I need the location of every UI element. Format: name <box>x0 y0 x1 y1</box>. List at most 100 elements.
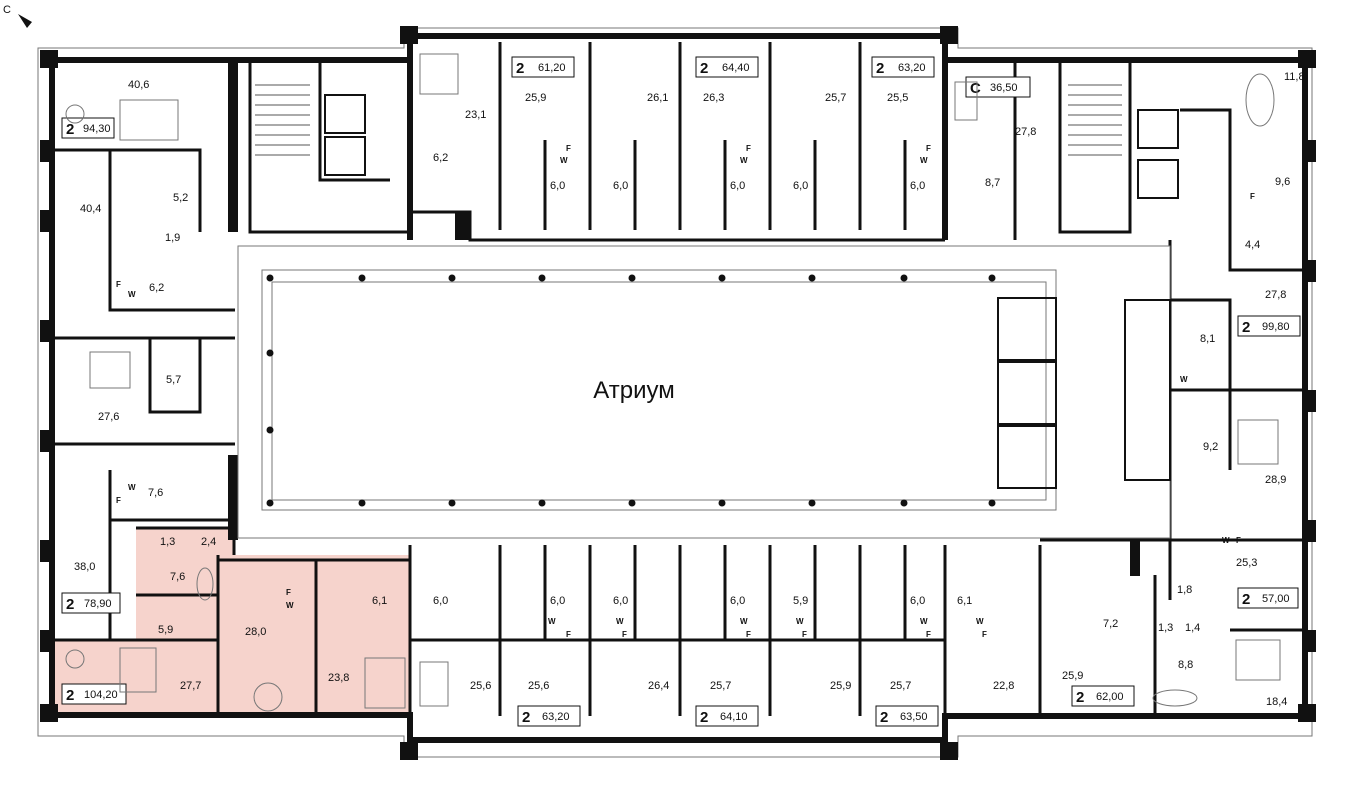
apartment-area: 62,00 <box>1096 691 1124 703</box>
apartment-badge-2: 2 78,90 <box>61 592 121 614</box>
room-area: 25,9 <box>1062 670 1083 682</box>
room-area: 2,4 <box>201 536 216 548</box>
corner-blocks <box>40 26 1316 760</box>
apartment-rooms: 2 <box>516 60 524 77</box>
room-area: 27,6 <box>98 411 119 423</box>
washer-mark: W <box>560 156 568 165</box>
apartment-rooms: 2 <box>1242 319 1250 336</box>
compass: С <box>3 4 32 28</box>
room-area: 25,7 <box>890 680 911 692</box>
room-area: 40,4 <box>80 203 101 215</box>
fridge-mark: F <box>622 630 627 639</box>
apartment-badge-9: 2 57,00 <box>1237 587 1299 609</box>
compass-arrow-icon <box>18 14 32 28</box>
room-area: 8,1 <box>1200 333 1215 345</box>
washer-mark: W <box>740 156 748 165</box>
room-area: 6,0 <box>550 180 565 192</box>
room-area: 25,9 <box>525 92 546 104</box>
apartment-area: 64,10 <box>720 711 748 723</box>
washer-mark: W <box>616 617 624 626</box>
room-area: 6,0 <box>910 180 925 192</box>
washer-mark: W <box>128 290 136 299</box>
room-area: 28,0 <box>245 626 266 638</box>
apartment-rooms: 2 <box>1076 689 1084 706</box>
highlighted-apartment <box>52 528 410 716</box>
room-area: 27,7 <box>180 680 201 692</box>
room-area: 6,0 <box>613 595 628 607</box>
fridge-mark: F <box>566 630 571 639</box>
apartment-area: 94,30 <box>83 123 111 135</box>
room-area-labels: 40,6 40,4 5,2 1,9 6,2 5,7 27,6 7,6 38,0 … <box>74 71 1305 708</box>
apartment-area: 99,80 <box>1262 321 1290 333</box>
room-area: 27,8 <box>1265 289 1286 301</box>
room-area: 28,9 <box>1265 474 1286 486</box>
room-area: 7,6 <box>170 571 185 583</box>
apartment-badge-7: С 36,50 <box>965 76 1031 98</box>
room-area: 6,0 <box>730 595 745 607</box>
room-area: 8,8 <box>1178 659 1193 671</box>
washer-mark: W <box>740 617 748 626</box>
fridge-mark: F <box>286 588 291 597</box>
room-area: 6,0 <box>730 180 745 192</box>
room-area: 5,7 <box>166 374 181 386</box>
washer-mark: W <box>920 156 928 165</box>
room-area: 6,0 <box>613 180 628 192</box>
washer-mark: W <box>286 601 294 610</box>
room-area: 6,1 <box>372 595 387 607</box>
room-area: 1,3 <box>1158 622 1173 634</box>
room-area: 9,2 <box>1203 441 1218 453</box>
apartment-rooms: 2 <box>700 60 708 77</box>
furniture <box>65 53 1281 712</box>
apartment-rooms: 2 <box>522 709 530 726</box>
room-area: 6,0 <box>910 595 925 607</box>
fridge-mark: F <box>116 496 121 505</box>
room-area: 6,2 <box>149 282 164 294</box>
room-area: 27,8 <box>1015 126 1036 138</box>
fridge-mark: F <box>1236 536 1241 545</box>
room-area: 23,1 <box>465 109 486 121</box>
apartment-badge-11: 2 63,50 <box>875 705 939 727</box>
apartment-area: 36,50 <box>990 82 1018 94</box>
fridge-mark: F <box>926 630 931 639</box>
room-area: 26,1 <box>647 92 668 104</box>
room-area: 6,0 <box>793 180 808 192</box>
room-area: 5,9 <box>793 595 808 607</box>
apartment-area: 64,40 <box>722 62 750 74</box>
apartment-rooms: 2 <box>66 596 74 613</box>
room-area: 25,9 <box>830 680 851 692</box>
room-area: 25,7 <box>825 92 846 104</box>
washer-mark: W <box>128 483 136 492</box>
room-area: 11,8 <box>1284 71 1305 83</box>
room-area: 23,8 <box>328 672 349 684</box>
fridge-mark: F <box>982 630 987 639</box>
atrium-elevators <box>997 297 1057 489</box>
room-area: 25,3 <box>1236 557 1257 569</box>
fridge-mark: F <box>1250 192 1255 201</box>
room-area: 1,8 <box>1177 584 1192 596</box>
room-area: 8,7 <box>985 177 1000 189</box>
apartment-badge-6: 2 63,20 <box>871 56 935 78</box>
washer-mark: W <box>796 617 804 626</box>
room-area: 1,3 <box>160 536 175 548</box>
room-area: 6,0 <box>550 595 565 607</box>
apartment-rooms: 2 <box>700 709 708 726</box>
room-area: 1,9 <box>165 232 180 244</box>
apartment-badge-3: 2 104,20 <box>61 683 127 705</box>
room-area: 25,7 <box>710 680 731 692</box>
apartment-rooms: 2 <box>1242 591 1250 608</box>
room-area: 40,6 <box>128 79 149 91</box>
compass-label: С <box>3 4 11 16</box>
apartment-badge-4: 2 61,20 <box>511 56 575 78</box>
room-area: 1,4 <box>1185 622 1200 634</box>
washer-mark: W <box>548 617 556 626</box>
fridge-mark: F <box>746 144 751 153</box>
fridge-mark: F <box>566 144 571 153</box>
apartment-area: 57,00 <box>1262 593 1290 605</box>
shafts <box>228 62 1140 576</box>
washer-mark: W <box>976 617 984 626</box>
room-area: 5,9 <box>158 624 173 636</box>
room-area: 25,6 <box>470 680 491 692</box>
fridge-mark: F <box>926 144 931 153</box>
apartment-area: 61,20 <box>538 62 566 74</box>
room-area: 26,4 <box>648 680 669 692</box>
